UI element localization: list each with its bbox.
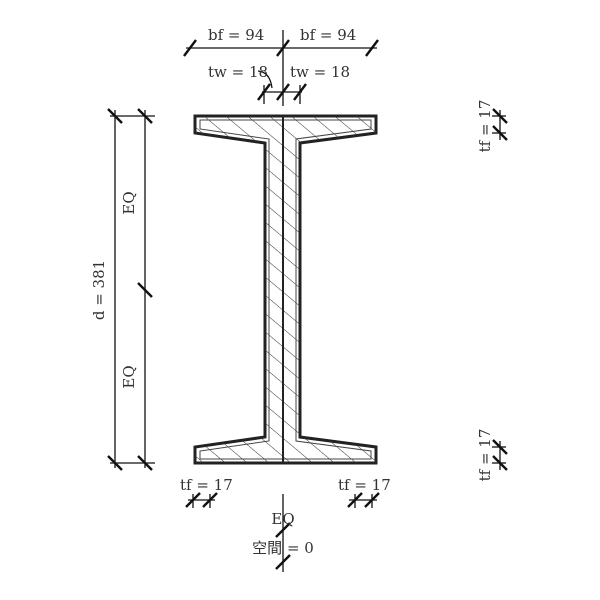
tw-left-label: tw = 18 [208,63,268,81]
depth-dimension: d = 381 EQ EQ [90,108,155,471]
tw-right-label: tw = 18 [290,63,350,81]
eq-upper-label: EQ [120,191,138,214]
eq-center-label: EQ [271,510,294,528]
tf-top-right-label: tf = 17 [476,100,494,153]
flange-thickness-right-dimensions: tf = 17 tf = 17 [476,100,508,482]
tf-bottom-mid-label: tf = 17 [338,476,391,494]
bf-left-label: bf = 94 [208,26,264,44]
bf-right-label: bf = 94 [300,26,356,44]
tf-bottom-left-label: tf = 17 [180,476,233,494]
tf-bottom-right-label: tf = 17 [476,429,494,482]
spacing-label: 空間 = 0 [252,539,314,557]
web-thickness-dimension: tw = 18 tw = 18 [208,63,350,104]
flange-width-dimension: bf = 94 bf = 94 [183,26,379,106]
eq-lower-label: EQ [120,365,138,388]
i-beam-section [193,114,378,465]
depth-label: d = 381 [90,260,108,320]
flange-thickness-bottom-dimensions: tf = 17 tf = 17 [180,476,391,508]
spacing-dimension: EQ 空間 = 0 [252,494,314,572]
